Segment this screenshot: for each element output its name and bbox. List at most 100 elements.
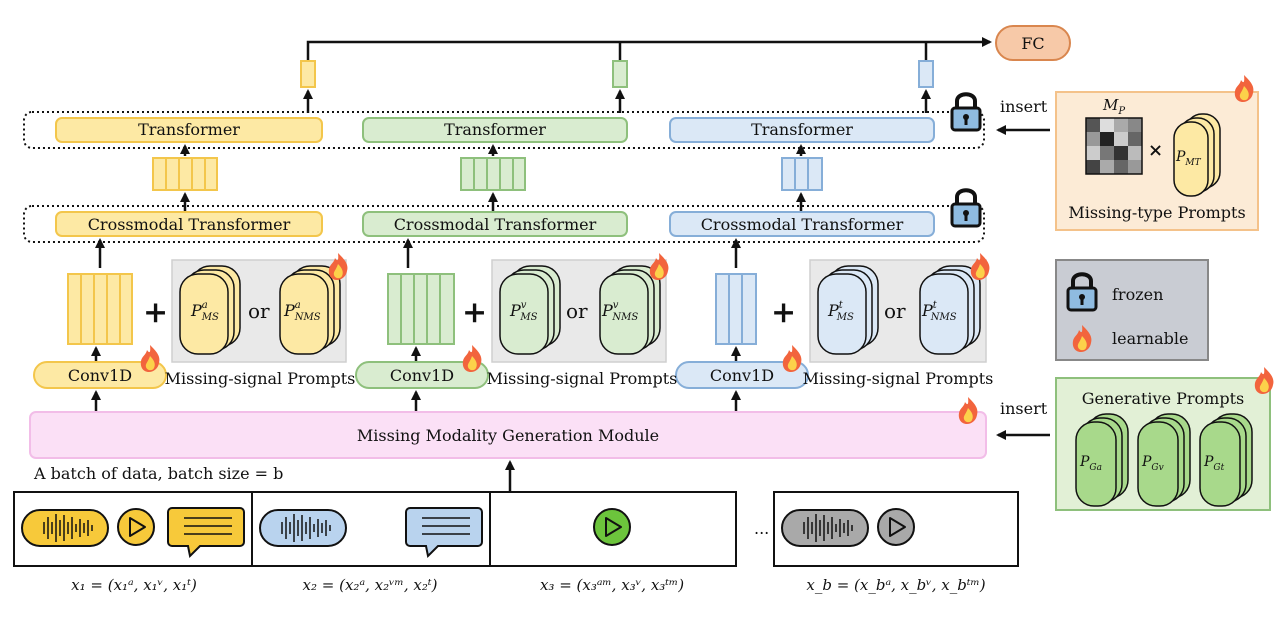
crossmodal-text-label: Crossmodal Transformer (701, 215, 904, 234)
sample-1 (21, 507, 245, 559)
prompt-ga: P (1079, 454, 1090, 470)
transformer-vision-label: Transformer (444, 120, 546, 139)
prompt-ms-text: P (827, 301, 839, 320)
text-output-token (918, 60, 934, 88)
prompt-gv-sub: Gv (1151, 463, 1163, 473)
sample-b-label: x_b = (x_bᵃ, x_bᵛ, x_bᵗᵐ) (806, 576, 985, 594)
audio-crossmodal-features (152, 157, 218, 191)
frozen-crossmodal-frame (23, 205, 985, 243)
transformer-vision: Transformer (362, 117, 628, 143)
sample-3 (593, 508, 631, 546)
legend-frozen-label: frozen (1112, 285, 1163, 304)
missing-type-caption: Missing-type Prompts (1068, 203, 1245, 222)
prompt-nms-vision-sup: v (613, 300, 619, 311)
play-icon (593, 508, 631, 546)
prompt-ms-vision: P (509, 301, 521, 320)
prompt-ms-text-sub: MS (836, 312, 854, 323)
flame-icon (462, 345, 482, 372)
flame-icon (328, 253, 348, 280)
or-label: or (884, 299, 906, 323)
legend-learnable-label: learnable (1112, 329, 1188, 348)
crossmodal-vision-label: Crossmodal Transformer (394, 215, 597, 234)
plus-icon: + (143, 295, 168, 330)
transformer-text: Transformer (669, 117, 935, 143)
fc-label: FC (1021, 34, 1044, 53)
conv1d-audio-label: Conv1D (68, 366, 132, 385)
audio-wave-icon (21, 509, 109, 547)
conv1d-vision-label: Conv1D (390, 366, 454, 385)
flame-icon (649, 253, 669, 280)
generative-title: Generative Prompts (1082, 389, 1244, 408)
lock-icon (950, 92, 982, 132)
pmt-label: P (1175, 149, 1186, 165)
plus-icon: + (462, 295, 487, 330)
text-chat-icon (405, 507, 483, 559)
sample-b (773, 491, 1019, 567)
play-icon (877, 508, 915, 546)
sample-1-label: x₁ = (x₁ᵃ, x₁ᵛ, x₁ᵗ) (71, 576, 197, 594)
flame-icon (1234, 75, 1254, 102)
flame-icon (140, 345, 160, 372)
audio-wave-icon (781, 509, 869, 547)
transformer-audio-label: Transformer (138, 120, 240, 139)
vision-crossmodal-features (460, 157, 526, 191)
prompt-nms-audio-sub: NMS (294, 312, 321, 323)
missing-type-prompts-panel: MP × PMT Missing-type Prompts (1055, 91, 1259, 231)
generation-module-label: Missing Modality Generation Module (357, 426, 659, 445)
prompt-nms-text-sub: NMS (930, 312, 957, 323)
crossmodal-audio-label: Crossmodal Transformer (88, 215, 291, 234)
generative-prompts-panel: Generative Prompts PGa PGv PGt (1055, 377, 1271, 511)
play-icon (117, 508, 155, 546)
prompt-nms-vision-sub: NMS (611, 312, 638, 323)
svg-text:PGt: PGt (1203, 454, 1225, 473)
text-crossmodal-features (781, 157, 823, 191)
flame-icon (970, 253, 990, 280)
prompt-gt-sub: Gt (1213, 463, 1224, 473)
times-icon: × (1148, 140, 1163, 161)
missing-modality-generation-module: Missing Modality Generation Module (29, 411, 987, 459)
prompt-ms-text-sup: t (839, 300, 844, 311)
missing-signal-caption: Missing-signal Prompts (487, 369, 678, 388)
prompt-ms-audio-sub: MS (201, 312, 219, 323)
prompt-nms-audio: P (283, 301, 295, 320)
legend: frozen learnable (1055, 259, 1209, 361)
sample-3-label: x₃ = (x₃ᵃᵐ, x₃ᵛ, x₃ᵗᵐ) (540, 576, 684, 594)
crossmodal-audio: Crossmodal Transformer (55, 211, 323, 237)
svg-text:PGa: PGa (1079, 454, 1102, 473)
transformer-audio: Transformer (55, 117, 323, 143)
prompt-gt: P (1203, 454, 1214, 470)
conv1d-text-label: Conv1D (710, 366, 774, 385)
audio-conv-features (67, 273, 133, 345)
prompt-gv: P (1141, 454, 1152, 470)
missing-signal-caption: Missing-signal Prompts (803, 369, 994, 388)
frozen-transformer-frame (23, 111, 985, 149)
fc-output-path (306, 37, 992, 60)
flame-icon (782, 345, 802, 372)
audio-output-token (300, 60, 316, 88)
text-conv-features (715, 273, 757, 345)
vision-output-token (612, 60, 628, 88)
prompt-nms-text: P (921, 301, 933, 320)
lock-icon (950, 188, 982, 228)
prompt-nms-audio-sup: a (295, 300, 301, 311)
or-label: or (248, 299, 270, 323)
sample-2-label: x₂ = (x₂ᵃ, x₂ᵛᵐ, x₂ᵗ) (303, 576, 438, 594)
flame-icon (958, 397, 978, 424)
svg-text:MP: MP (1102, 96, 1125, 117)
svg-text:PMT: PMT (1175, 149, 1202, 168)
audio-wave-icon (259, 509, 347, 547)
flame-icon (1254, 367, 1274, 394)
conv1d-audio: Conv1D (33, 361, 167, 389)
mp-sub: P (1117, 106, 1125, 117)
prompt-nms-text-sup: t (933, 300, 938, 311)
insert-label-generative: insert (1000, 399, 1048, 418)
